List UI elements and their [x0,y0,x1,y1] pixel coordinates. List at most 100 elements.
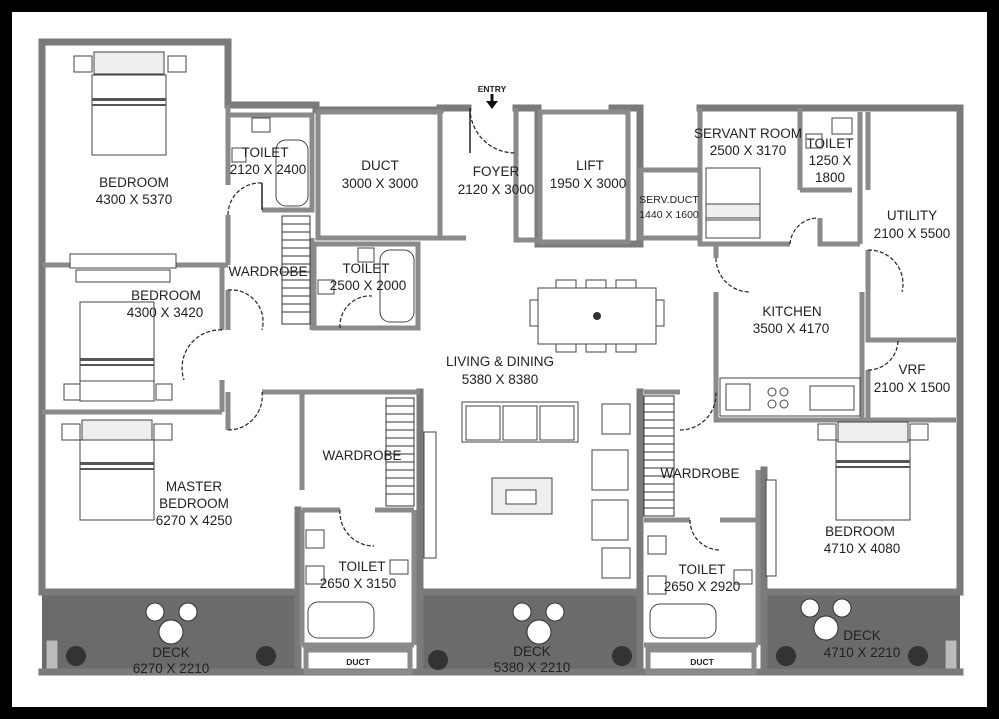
room-size: 4710 X 2210 [824,645,901,660]
room-size: 1800 [815,170,845,185]
bed-icon [63,253,177,402]
room-size: 2120 X 3000 [458,182,535,197]
bed-icon [73,51,187,156]
plant-icon [428,650,448,670]
room-size: 6270 X 2210 [133,661,210,676]
room-size: 2500 X 2000 [330,278,407,293]
washbasin-icon [647,535,667,555]
deck-seating-icon [800,598,852,641]
wardrobe-shelves-icon [385,397,415,507]
washbasin-icon [831,117,853,135]
room-size: 6270 X 4250 [156,513,233,528]
room-name: DECK [513,644,551,659]
plant-icon [908,646,928,666]
room-name: LIFT [576,158,604,173]
room-name: TOILET [806,136,853,151]
interior-walls [42,105,956,675]
kitchen-counter-icon [719,377,861,417]
wardrobe-shelves-icon [643,395,675,517]
bathtub-icon [275,139,309,207]
room-size: 2650 X 2920 [664,579,741,594]
wc-icon [805,133,823,149]
room-name: UTILITY [887,208,937,223]
room-size: 1950 X 3000 [550,176,627,191]
deck-seating-icon [512,602,565,645]
room-name: DUCT [361,158,399,173]
room-name: DUCT [346,657,370,667]
room-name: WARDROBE [660,466,739,481]
room-name: TOILET [678,562,725,577]
plant-icon [256,646,276,666]
room-size: 2100 X 1500 [874,380,951,395]
room-name: BEDROOM [131,288,201,303]
room-name: WARDROBE [322,448,401,463]
washbasin-icon [389,559,409,575]
room-size: 5380 X 8380 [462,372,539,387]
room-size: 4300 X 5370 [96,192,173,207]
bathtub-icon [379,249,415,323]
room-size: 2100 X 5500 [874,226,951,241]
room-size: 1250 X [809,153,852,168]
wc-icon [647,575,667,595]
room-name: TOILET [338,559,385,574]
room-name: WARDROBE [228,264,307,279]
washbasin-icon [733,569,753,585]
wc-icon [305,565,325,585]
side-table-icon [601,547,631,579]
room-name: TOILET [241,145,288,160]
room-name: DUCT [690,657,714,667]
room-name: VRF [899,362,926,377]
wc-icon [231,147,247,163]
room-name: MASTER [166,479,223,494]
bathtub-icon [307,601,375,639]
room-size: 1440 X 1600 [639,209,699,221]
tv-unit-icon [765,479,777,577]
room-name: DECK [152,645,190,660]
bed-icon [705,167,761,239]
doors [181,107,904,551]
bed-icon [817,421,929,521]
bathtub-icon [649,603,717,639]
deck-column [944,639,958,671]
room-size: 4710 X 4080 [824,541,901,556]
tv-unit-icon [423,431,437,559]
plant-icon [776,646,796,666]
room-size: 4300 X 3420 [127,305,204,320]
room-size: 3000 X 3000 [342,176,419,191]
wc-icon [317,279,335,295]
armchair-icon [591,499,629,541]
room-name: KITCHEN [762,304,821,319]
sofa-icon [461,401,579,443]
washbasin-icon [251,117,271,133]
room-size: 3500 X 4170 [753,321,830,336]
washbasin-icon [305,529,325,549]
deck-column [45,639,59,671]
entry-arrow-icon [486,94,498,109]
room-name: BEDROOM [159,496,229,511]
dining-table-icon [529,279,665,353]
room-name: BEDROOM [99,175,169,190]
room-size: 2650 X 3150 [320,576,397,591]
room-name: TOILET [342,261,389,276]
bed-icon [61,419,173,521]
room-name: DECK [843,628,881,643]
room-size: 2120 X 2400 [230,162,307,177]
washbasin-icon [357,247,375,263]
room-name: FOYER [473,164,520,179]
room-labels: BEDROOM 4300 X 5370 TOILET 2120 X 2400 D… [96,84,951,676]
room-name: SERVANT ROOM [694,126,802,141]
furniture [61,51,929,670]
entry-label: ENTRY [478,84,507,94]
room-size: 5380 X 2210 [494,660,571,675]
deck-seating-icon [145,602,198,645]
wardrobe-shelves-icon [281,215,311,325]
plant-icon [66,646,86,666]
side-table-icon [601,403,631,435]
coffee-table-icon [491,477,553,515]
armchair-icon [591,449,629,491]
room-name: SERV.DUCT [639,194,699,206]
room-size: 2500 X 3170 [710,143,787,158]
plant-icon [612,646,632,666]
room-name: BEDROOM [825,524,895,539]
